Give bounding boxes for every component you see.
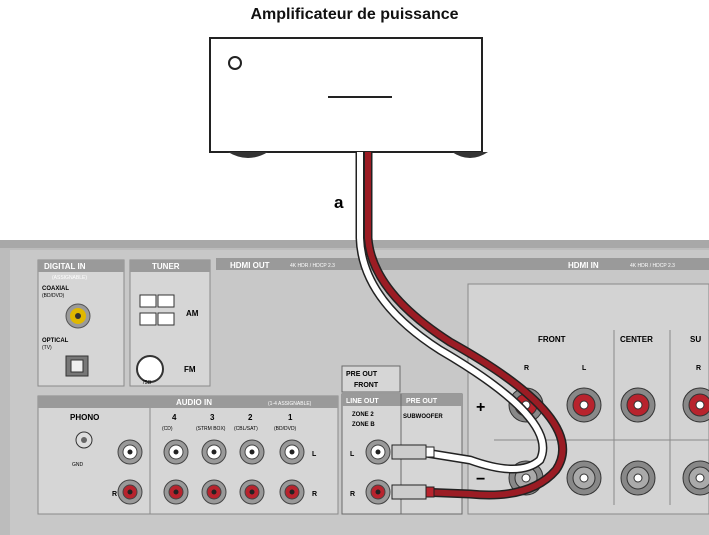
- am-label: AM: [186, 309, 199, 318]
- input-src: (STRM BOX): [196, 426, 226, 432]
- phono-label: PHONO: [70, 413, 99, 422]
- audio-l-label: L: [312, 451, 317, 458]
- input-num: 1: [288, 413, 293, 422]
- audio-r-label: R: [312, 491, 317, 498]
- coaxial-jack[interactable]: [65, 303, 91, 329]
- phono-r-label: R: [112, 491, 117, 498]
- amplifier-title: Amplificateur de puissance: [250, 6, 459, 23]
- power-knob-icon: [228, 56, 242, 70]
- digital-in-sub: (ASSIGNABLE): [52, 275, 87, 281]
- hdmi-out-sub: 4K HDR / HDCP 2.3: [290, 263, 335, 269]
- amp-foot-left: [228, 152, 268, 158]
- coaxial-label: COAXIAL: [42, 286, 69, 292]
- pre-out-label: PRE OUT: [406, 398, 438, 405]
- input-src: (BD/DVD): [274, 426, 297, 432]
- cable-label: a: [334, 193, 344, 212]
- hdmi-in-sub: 4K HDR / HDCP 2.3: [630, 263, 675, 269]
- optical-sub: (TV): [42, 345, 52, 351]
- fm-label: FM: [184, 365, 196, 374]
- input-num: 3: [210, 413, 215, 422]
- surround-r-label: R: [696, 365, 701, 372]
- pre-out-front-label: PRE OUT: [346, 371, 378, 378]
- input-num: 4: [172, 413, 177, 422]
- rca-plug-red: [391, 484, 427, 500]
- audio-in-sub: (1-4 ASSIGNABLE): [268, 401, 312, 407]
- fm-antenna-jack[interactable]: [136, 355, 164, 383]
- optical-label: OPTICAL: [42, 338, 69, 344]
- optical-jack[interactable]: [65, 355, 89, 377]
- zoneb-label: ZONE B: [352, 422, 375, 428]
- tuner-label: TUNER: [152, 262, 180, 271]
- phono-ground-terminal[interactable]: [75, 431, 93, 449]
- coaxial-sub: (BD/DVD): [42, 293, 65, 299]
- plus-label: +: [476, 399, 485, 416]
- front-l-label: L: [582, 365, 587, 372]
- audio-in-jacks[interactable]: [117, 439, 305, 505]
- surround-label: SU: [690, 335, 701, 344]
- subwoofer-label: SUBWOOFER: [403, 414, 443, 420]
- hdmi-in-label: HDMI IN: [568, 261, 599, 270]
- line-out-label: LINE OUT: [346, 398, 379, 405]
- input-src: (CBL/SAT): [234, 426, 258, 432]
- rca-plug-white: [391, 444, 427, 460]
- line-out-zone2-jacks[interactable]: [365, 439, 391, 505]
- rca-cable-a: [355, 152, 568, 500]
- minus-label: −: [476, 471, 485, 488]
- pre-out-front-sub: FRONT: [354, 382, 379, 389]
- front-r-label: R: [524, 365, 529, 372]
- line-out-l-label: L: [350, 451, 355, 458]
- input-num: 2: [248, 413, 253, 422]
- gnd-label: GND: [72, 462, 84, 468]
- input-src: (CD): [162, 426, 173, 432]
- digital-in-label: DIGITAL IN: [44, 262, 86, 271]
- center-label: CENTER: [620, 335, 653, 344]
- zone2-label: ZONE 2: [352, 412, 374, 418]
- front-label: FRONT: [538, 335, 566, 344]
- fm-sub: 75Ω: [142, 380, 152, 386]
- audio-input-labels: 4 (CD) 3 (STRM BOX) 2 (CBL/SAT) 1 (BD/DV…: [162, 413, 297, 432]
- power-amplifier: [209, 37, 488, 158]
- line-out-r-label: R: [350, 491, 355, 498]
- am-antenna-terminal[interactable]: [139, 294, 175, 326]
- amp-foot-right: [452, 152, 488, 158]
- hdmi-out-label: HDMI OUT: [230, 261, 270, 270]
- audio-in-label: AUDIO IN: [176, 398, 212, 407]
